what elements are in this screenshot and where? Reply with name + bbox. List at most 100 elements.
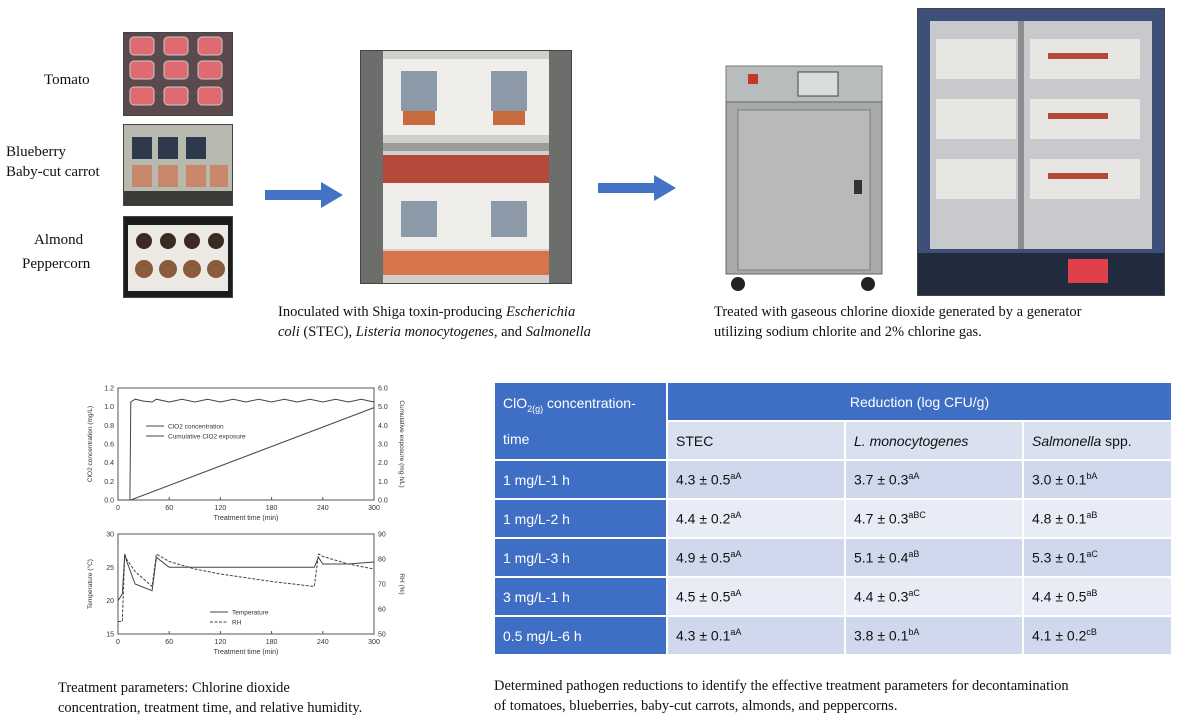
blueberry-carrot-photo-drawing <box>124 125 232 205</box>
treatment-label: 1 mg/L-1 h <box>493 459 668 500</box>
inoculation-caption-text: Inoculated with Shiga toxin-producing <box>278 304 506 320</box>
significance-letters: aA <box>730 510 742 521</box>
treatment-label: 0.5 mg/L-6 h <box>493 615 668 656</box>
reduction-mean: 3.7 ± 0.3 <box>854 471 909 488</box>
inoculation-caption-coli: coli <box>278 324 300 340</box>
label-blueberry: Blueberry <box>6 144 66 160</box>
reduction-mean: 5.1 ± 0.4 <box>854 549 909 566</box>
reduction-mean: 4.3 ± 0.1 <box>676 627 731 644</box>
x-tick-label: 120 <box>215 639 227 646</box>
y2-axis-label: RH (%) <box>398 573 405 594</box>
reduction-value: 4.5 ± 0.5aA <box>666 576 846 617</box>
reduction-value: 4.8 ± 0.1aB <box>1022 498 1173 539</box>
reduction-caption: Determined pathogen reductions to identi… <box>494 676 1069 716</box>
reduction-value: 4.9 ± 0.5aA <box>666 537 846 578</box>
x-tick-label: 0 <box>116 639 120 646</box>
treatment-chamber-photo <box>917 8 1165 296</box>
y-axis-label: ClO2 concentration (mg/L) <box>87 406 94 482</box>
significance-letters: aA <box>908 471 920 482</box>
plot-frame <box>117 533 375 635</box>
reduction-value: 5.1 ± 0.4aB <box>844 537 1024 578</box>
reduction-value: 3.0 ± 0.1bA <box>1022 459 1173 500</box>
tomato-photo-drawing <box>124 33 232 115</box>
tomato-photo <box>123 32 233 116</box>
reduction-value: 3.8 ± 0.1bA <box>844 615 1024 656</box>
x-tick-label: 300 <box>368 505 380 512</box>
label-peppercorn: Peppercorn <box>22 256 91 272</box>
significance-letters: aC <box>1086 549 1098 560</box>
reduction-value: 4.4 ± 0.2aA <box>666 498 846 539</box>
y2-tick-label: 3.0 <box>378 442 388 449</box>
legend-label: Temperature <box>232 610 269 617</box>
reduction-mean: 5.3 ± 0.1 <box>1032 549 1087 566</box>
y-axis-label: Temperature (°C) <box>86 559 94 609</box>
label-almond: Almond <box>34 232 84 248</box>
treatment-caption: Treated with gaseous chlorine dioxide ge… <box>714 302 1081 342</box>
significance-letters: aA <box>730 549 742 560</box>
parameters-caption-line1: Treatment parameters: Chlorine dioxide <box>58 680 290 696</box>
arrow-right-icon <box>265 182 343 208</box>
legend-label: ClO2 concentration <box>168 424 224 431</box>
y2-tick-label: 90 <box>378 532 386 539</box>
significance-letters: bA <box>908 627 920 638</box>
x-axis-label: Treatment time (min) <box>214 649 279 656</box>
reduction-value: 4.4 ± 0.5aB <box>1022 576 1173 617</box>
reduction-value: 4.7 ± 0.3aBC <box>844 498 1024 539</box>
reduction-header: Reduction (log CFU/g) <box>666 381 1173 422</box>
series-line-1 <box>117 553 375 601</box>
concentration-time-header: ClO2(g) concentration- time <box>493 381 668 461</box>
reduction-mean: 4.3 ± 0.5 <box>676 471 731 488</box>
parameters-caption-line2: concentration, treatment time, and relat… <box>58 700 363 716</box>
reduction-mean: 4.8 ± 0.1 <box>1032 510 1087 527</box>
reduction-value: 4.4 ± 0.3aC <box>844 576 1024 617</box>
inoculated-produce-photo <box>360 50 572 284</box>
y2-tick-label: 80 <box>378 557 386 564</box>
y2-tick-label: 2.0 <box>378 460 388 467</box>
x-tick-label: 240 <box>317 639 329 646</box>
y2-tick-label: 4.0 <box>378 423 388 430</box>
y-tick-label: 0.2 <box>104 479 114 486</box>
x-axis-label: Treatment time (min) <box>214 515 279 522</box>
clo2-generator-photo <box>718 62 898 294</box>
y-tick-label: 0.8 <box>104 423 114 430</box>
inoculation-caption-salmonella: Salmonella <box>525 324 591 340</box>
y-tick-label: 25 <box>106 565 114 572</box>
inoculation-caption: Inoculated with Shiga toxin-producing Es… <box>278 302 591 342</box>
y2-tick-label: 50 <box>378 632 386 639</box>
significance-letters: aB <box>1086 510 1098 521</box>
y-tick-label: 1.2 <box>104 386 114 393</box>
y-tick-label: 20 <box>106 598 114 605</box>
reduction-value: 3.7 ± 0.3aA <box>844 459 1024 500</box>
y-tick-label: 30 <box>106 532 114 539</box>
inoculation-caption-escherichia: Escherichia <box>505 304 576 320</box>
clo2-header-sub: 2(g) <box>527 403 544 414</box>
significance-letters: aB <box>908 549 920 560</box>
label-tomato: Tomato <box>44 72 90 88</box>
y-tick-label: 0.6 <box>104 442 114 449</box>
legend-label: Cumulative ClO2 exposure <box>168 434 246 441</box>
clo2-header-text: ClO <box>503 394 528 411</box>
treatment-label: 1 mg/L-2 h <box>493 498 668 539</box>
x-tick-label: 300 <box>368 639 380 646</box>
reduction-mean: 4.4 ± 0.2 <box>676 510 731 527</box>
reduction-value: 4.3 ± 0.5aA <box>666 459 846 500</box>
reduction-value: 5.3 ± 0.1aC <box>1022 537 1173 578</box>
y-tick-label: 15 <box>106 632 114 639</box>
stec-header: STEC <box>666 420 846 461</box>
salmonella-header-suffix: spp. <box>1101 432 1132 449</box>
inoculated-produce-drawing <box>361 51 571 283</box>
treatment-label: 1 mg/L-3 h <box>493 537 668 578</box>
x-tick-label: 180 <box>266 639 278 646</box>
reduction-caption-line2: of tomatoes, blueberries, baby-cut carro… <box>494 698 898 714</box>
x-tick-label: 180 <box>266 505 278 512</box>
clo2-generator-drawing <box>725 65 883 291</box>
significance-letters: aBC <box>908 510 926 521</box>
series-line-2 <box>118 407 375 501</box>
reduction-mean: 4.5 ± 0.5 <box>676 588 731 605</box>
inoculation-caption-stec: (STEC), <box>299 324 356 340</box>
treatment-caption-line2: utilizing sodium chlorite and 2% chlorin… <box>714 324 982 340</box>
treatment-label: 3 mg/L-1 h <box>493 576 668 617</box>
